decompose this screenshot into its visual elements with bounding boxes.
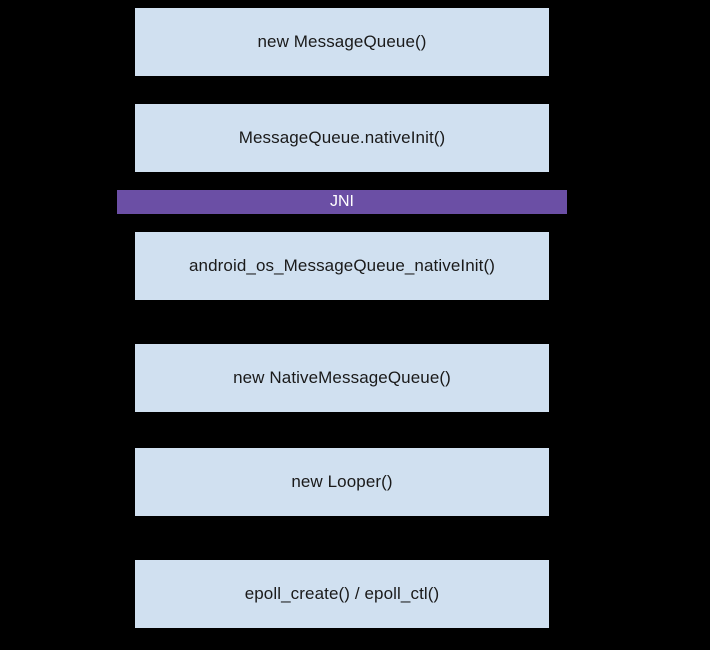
flow-node-new-looper[interactable]: new Looper() bbox=[135, 448, 549, 516]
flow-node-android-os-messagequeue-nativeinit[interactable]: android_os_MessageQueue_nativeInit() bbox=[135, 232, 549, 300]
flow-node-messagequeue-nativeinit[interactable]: MessageQueue.nativeInit() bbox=[135, 104, 549, 172]
flow-node-epoll-create-epoll-ctl[interactable]: epoll_create() / epoll_ctl() bbox=[135, 560, 549, 628]
jni-boundary-label: JNI bbox=[330, 193, 354, 210]
jni-boundary-band: JNI bbox=[117, 190, 567, 214]
flow-node-new-messagequeue[interactable]: new MessageQueue() bbox=[135, 8, 549, 76]
flow-node-new-nativemessagequeue[interactable]: new NativeMessageQueue() bbox=[135, 344, 549, 412]
flow-node-label: new NativeMessageQueue() bbox=[233, 368, 451, 387]
flow-node-label: android_os_MessageQueue_nativeInit() bbox=[188, 256, 495, 275]
flow-node-label: MessageQueue.nativeInit() bbox=[238, 128, 446, 147]
flow-node-label: new MessageQueue() bbox=[257, 32, 427, 51]
flow-node-label: new Looper() bbox=[291, 472, 393, 491]
flow-node-label: epoll_create() / epoll_ctl() bbox=[244, 584, 440, 603]
